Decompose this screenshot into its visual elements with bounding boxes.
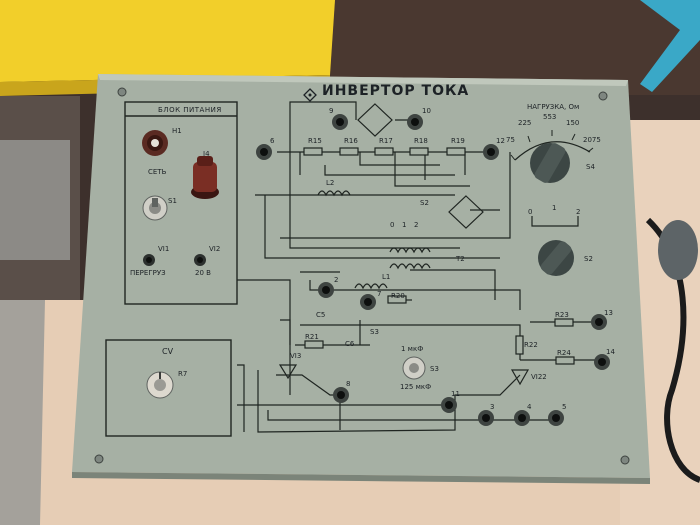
fuse-label: H1 xyxy=(172,127,182,135)
cap-switch-label: S3 xyxy=(430,365,439,373)
jack-label: 13 xyxy=(604,309,613,317)
voltage-label: 20 В xyxy=(195,269,211,277)
component-label: R21 xyxy=(305,333,319,341)
load-switch-label: S4 xyxy=(586,163,595,171)
power-block-frame xyxy=(124,101,238,305)
panel-title: ИНВЕРТОР ТОКА xyxy=(322,83,470,99)
component-label: C6 xyxy=(345,340,355,348)
load-scale-4: 2075 xyxy=(583,136,601,144)
selector-switch-label: S2 xyxy=(584,255,593,263)
selector-rotary-knob[interactable] xyxy=(538,240,574,277)
cv-block-frame xyxy=(105,339,232,437)
load-scale-0: 75 xyxy=(506,136,515,144)
jack-label: 3 xyxy=(490,403,495,411)
component-label: VI3 xyxy=(290,352,302,360)
selector-scale-1: 1 xyxy=(552,204,557,212)
jack-label: 12 xyxy=(496,137,505,145)
inductor-coils xyxy=(317,190,431,290)
selector-scale-0: 0 xyxy=(528,208,533,216)
indicator-label: I4 xyxy=(203,150,210,158)
vd2-label: VI2 xyxy=(209,245,221,253)
panel-screw xyxy=(94,87,630,465)
resistor-set xyxy=(303,147,575,365)
component-label: T2 xyxy=(456,255,465,263)
component-label: R15 xyxy=(308,137,322,145)
power-block-heading: БЛОК ПИТАНИЯ xyxy=(158,106,222,114)
banana-jack[interactable] xyxy=(143,114,610,426)
jack-label: 4 xyxy=(527,403,532,411)
load-scale-1: 225 xyxy=(518,119,532,127)
load-rotary-knob[interactable] xyxy=(530,142,570,185)
component-label: R19 xyxy=(451,137,465,145)
yellow-bench xyxy=(0,0,335,82)
jack-label: 11 xyxy=(451,390,460,398)
switch-s1-label: S1 xyxy=(168,197,177,205)
component-label: R23 xyxy=(555,311,569,319)
component-label: L2 xyxy=(326,179,335,187)
toggle-switch[interactable] xyxy=(142,195,168,221)
overload-label: ПЕРЕГРУЗ xyxy=(130,269,166,277)
component-label: R17 xyxy=(379,137,393,145)
load-scale-3: 150 xyxy=(566,119,580,127)
jack-label: 9 xyxy=(329,107,334,115)
cv-knob-label: R7 xyxy=(178,370,188,378)
brand-logo xyxy=(303,88,317,102)
component-label: R24 xyxy=(557,349,571,357)
indicator-lamp xyxy=(191,156,219,199)
component-label: S2 xyxy=(420,199,429,207)
load-heading: НАГРУЗКА, Ом xyxy=(527,103,580,111)
component-label: C5 xyxy=(316,311,326,319)
component-label: VI22 xyxy=(531,373,547,381)
component-label: S3 xyxy=(370,328,379,336)
mark-label: 0 xyxy=(390,221,395,229)
load-scale-2: 553 xyxy=(543,113,557,121)
component-label: R16 xyxy=(344,137,358,145)
component-label: L1 xyxy=(382,273,391,281)
cap-bottom-label: 125 мкФ xyxy=(400,383,432,391)
component-label: R22 xyxy=(524,341,538,349)
jack-label: 5 xyxy=(562,403,567,411)
component-label: R20 xyxy=(391,292,405,300)
load-scale-ticks xyxy=(510,130,594,161)
fuse-holder[interactable] xyxy=(142,130,168,156)
component-label: R18 xyxy=(414,137,428,145)
vd1-label: VI1 xyxy=(158,245,170,253)
mark-label: 2 xyxy=(414,221,419,229)
jack-label: 7 xyxy=(377,290,382,298)
jack-label: 6 xyxy=(270,137,275,145)
diode-bridge-top xyxy=(357,103,393,137)
cap-top-label: 1 мкФ xyxy=(401,345,424,353)
jack-label: 10 xyxy=(422,107,431,115)
jack-label: 2 xyxy=(334,276,339,284)
network-label: СЕТЬ xyxy=(148,168,167,176)
capacitor-toggle[interactable] xyxy=(402,356,426,380)
selector-scale-2: 2 xyxy=(576,208,581,216)
thyristor-vs3 xyxy=(278,364,298,380)
diode-bridge-right xyxy=(448,195,484,229)
jack-label: 8 xyxy=(346,380,351,388)
cv-heading: CV xyxy=(162,347,174,356)
thyristor-vs22 xyxy=(510,369,530,386)
teal-stand xyxy=(640,0,700,92)
cv-knob[interactable] xyxy=(146,371,174,399)
mark-label: 1 xyxy=(402,221,407,229)
jack-label: 14 xyxy=(606,348,615,356)
